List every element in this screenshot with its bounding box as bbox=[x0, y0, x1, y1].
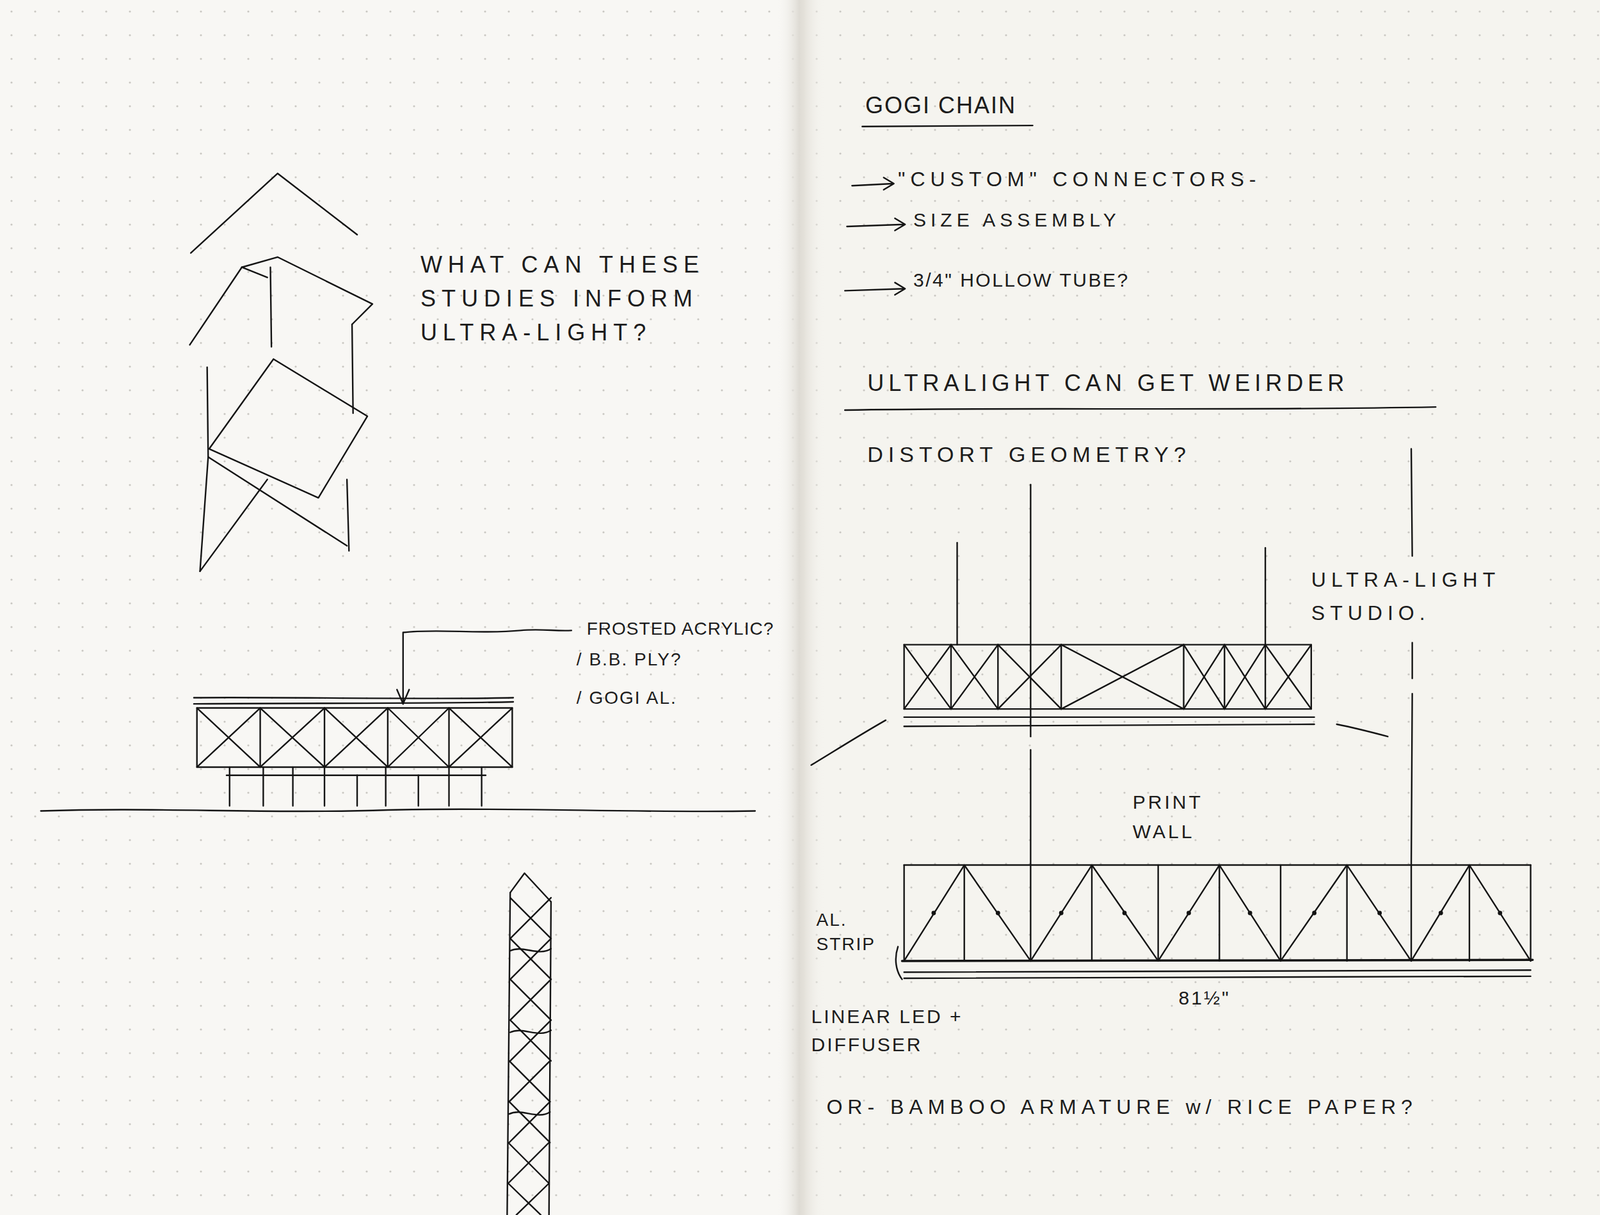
truss-table-elevation bbox=[40, 697, 756, 812]
handwritten-note: ULTRALIGHT CAN GET WEIRDER bbox=[867, 369, 1349, 398]
handwritten-note: ULTRA-LIGHT STUDIO. bbox=[1311, 563, 1538, 630]
handwritten-note: WHAT CAN THESE STUDIES INFORM ULTRA-LIGH… bbox=[420, 247, 742, 350]
handwritten-note: "CUSTOM" CONNECTORS- bbox=[897, 166, 1261, 192]
bullet-arrow bbox=[844, 177, 905, 295]
handwritten-note: FROSTED ACRYLIC? bbox=[586, 616, 774, 642]
handwritten-note: PRINT WALL bbox=[1132, 787, 1248, 847]
handwritten-note: 3/4" HOLLOW TUBE? bbox=[913, 267, 1130, 294]
handwritten-note: / B.B. PLY? bbox=[576, 647, 683, 673]
suspension-wire bbox=[957, 449, 1413, 866]
handwritten-note: 81½" bbox=[1178, 985, 1231, 1012]
handwritten-note: LINEAR LED + DIFFUSER bbox=[811, 1002, 1021, 1060]
handwritten-note: AL. STRIP bbox=[816, 908, 899, 957]
handwritten-note: GOGI CHAIN bbox=[865, 91, 1017, 120]
tower-study bbox=[506, 873, 552, 1215]
underline bbox=[844, 125, 1436, 411]
folded-study-sketch bbox=[190, 173, 373, 572]
handwritten-note: / GOGI AL. bbox=[576, 685, 678, 712]
upper-truss bbox=[811, 645, 1389, 766]
handwritten-note: OR- BAMBOO ARMATURE w/ RICE PAPER? bbox=[826, 1093, 1417, 1121]
lower-truss bbox=[896, 865, 1533, 980]
handwritten-note: DISTORT GEOMETRY? bbox=[867, 440, 1192, 468]
gutter-shadow bbox=[777, 0, 826, 1215]
handwritten-note: SIZE ASSEMBLY bbox=[913, 207, 1121, 233]
leader-line bbox=[396, 629, 572, 704]
